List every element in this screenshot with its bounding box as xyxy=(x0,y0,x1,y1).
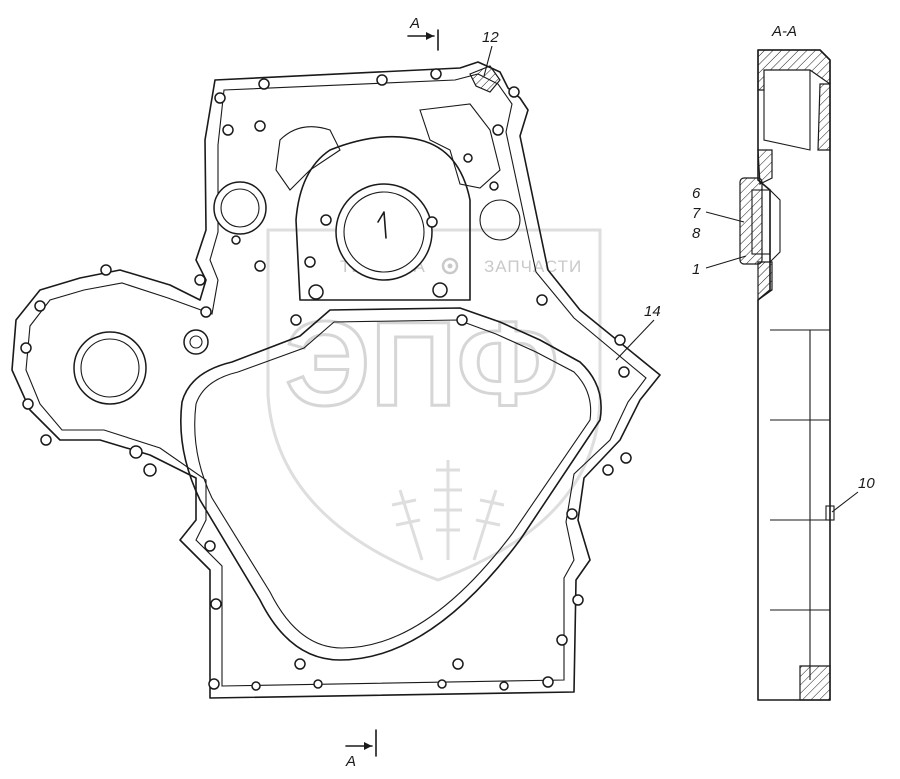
watermark-right-text: ЗАПЧАСТИ xyxy=(484,257,582,276)
callout-10: 10 xyxy=(858,475,875,492)
front-view xyxy=(11,61,661,699)
gear-icon xyxy=(441,257,459,275)
watermark: ТЕХНИКА ЗАПЧАСТИ ЭПФ xyxy=(266,228,602,582)
watermark-wheat-icon xyxy=(391,460,505,561)
cut-label-top: A xyxy=(409,15,420,32)
seal-ring xyxy=(751,189,771,255)
upper-right-cavity xyxy=(419,103,501,189)
upper-left-bore xyxy=(213,181,267,235)
cut-label-bottom: A xyxy=(345,753,356,770)
section-view: A-A xyxy=(739,23,835,701)
section-top-pocket xyxy=(763,70,811,151)
bolt-holes xyxy=(20,68,632,691)
central-boss xyxy=(295,135,471,301)
upper-housing-outline xyxy=(11,61,661,699)
upper-housing-flange xyxy=(25,73,647,687)
camshaft-bore-inner xyxy=(343,191,425,273)
section-top-right-hatch xyxy=(817,83,831,151)
section-mid-hatch xyxy=(757,149,773,185)
left-shaft-bore xyxy=(73,331,147,405)
section-cut-bottom: A xyxy=(345,729,377,770)
callout-8: 8 xyxy=(692,225,701,242)
upper-left-cavity xyxy=(275,126,341,191)
callout-1: 1 xyxy=(692,261,700,278)
upper-right-port xyxy=(479,199,521,241)
gear-cover-outline xyxy=(180,307,602,661)
gear-cover-inner xyxy=(194,319,592,649)
section-low-hatch xyxy=(757,261,773,302)
watermark-shield xyxy=(266,228,602,582)
seal-housing xyxy=(739,177,763,265)
section-top-hatch xyxy=(757,49,831,91)
camshaft-bore xyxy=(335,183,433,281)
dowel-pin-10 xyxy=(825,505,835,521)
section-bottom-hatch xyxy=(799,665,831,701)
left-shaft-bore-inner xyxy=(80,338,140,398)
callouts: 12 14 6 7 8 1 10 xyxy=(482,29,875,513)
watermark-logo-letters: ЭПФ xyxy=(285,297,559,431)
callout-12: 12 xyxy=(482,29,499,46)
bore-key-mark xyxy=(377,211,387,239)
section-cut-top: A xyxy=(407,15,439,51)
callout-14: 14 xyxy=(644,303,661,320)
callout-6: 6 xyxy=(692,185,701,202)
upper-left-bore-inner xyxy=(220,188,260,228)
shaft-end xyxy=(769,189,781,263)
section-title: A-A xyxy=(771,23,797,40)
callout-7: 7 xyxy=(692,205,701,222)
